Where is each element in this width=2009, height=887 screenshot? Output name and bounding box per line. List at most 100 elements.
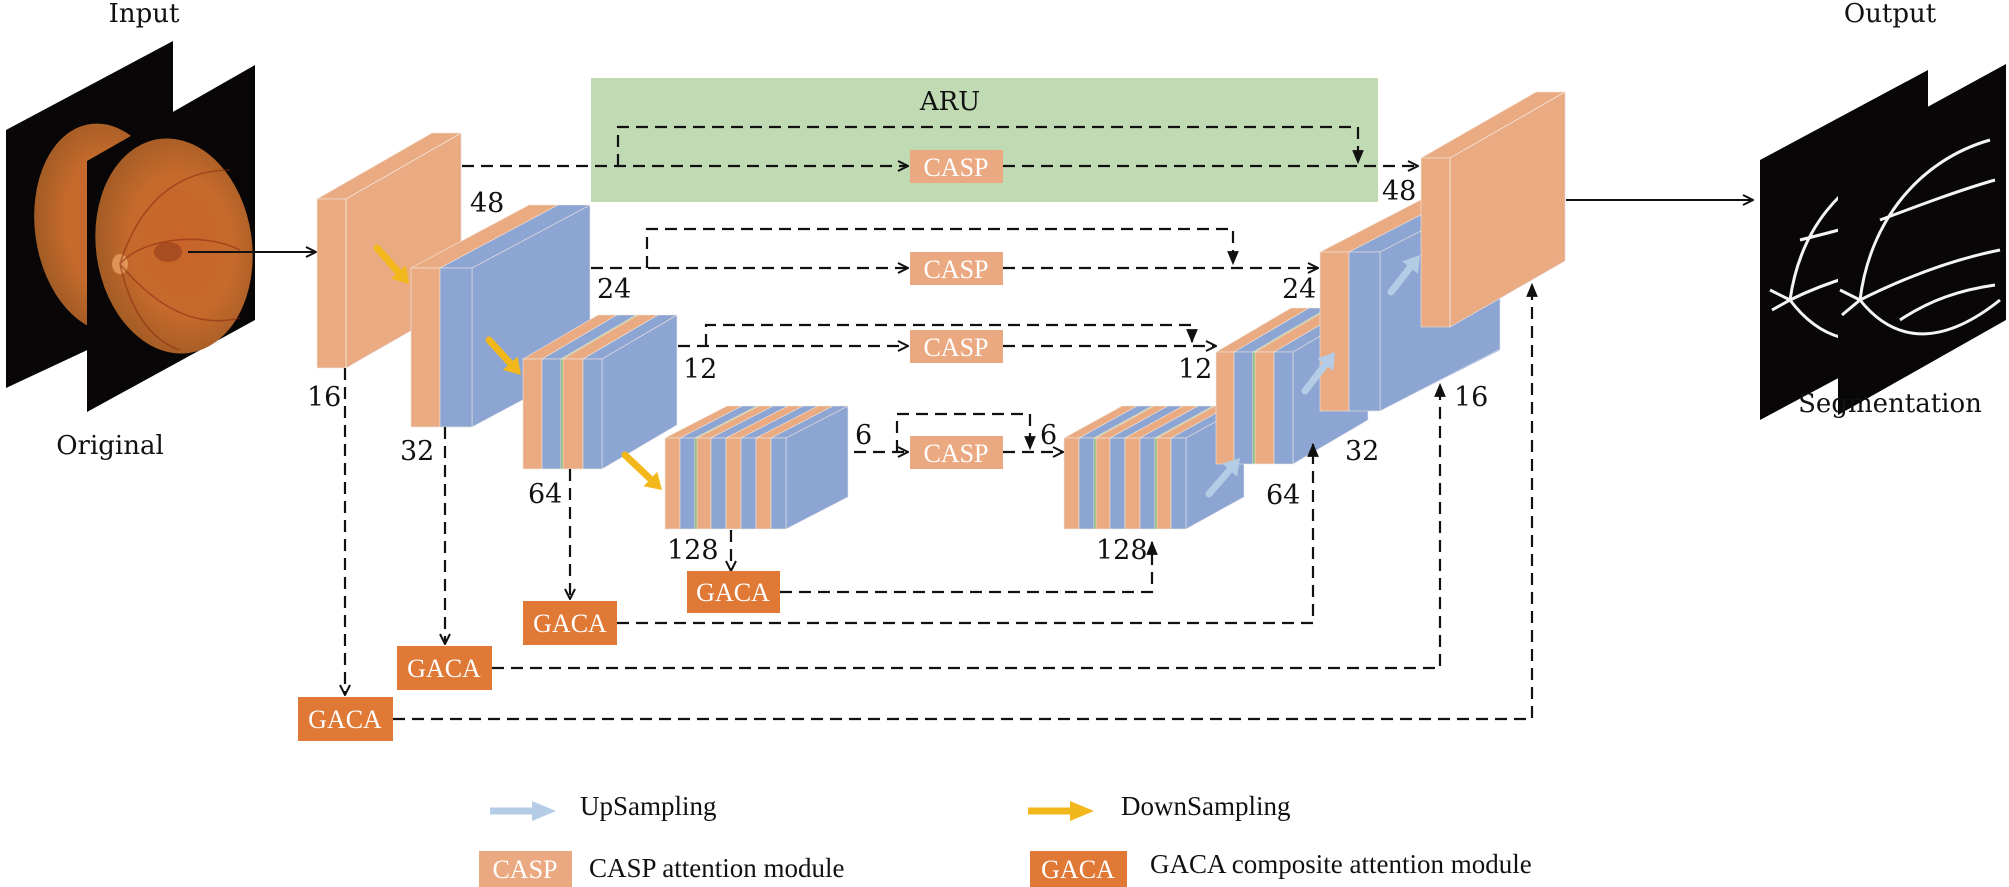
enc4-block-front-7 [755,437,772,530]
casp-module-12[interactable]: CASP [910,330,1003,363]
downsample-arrow-1-head [390,265,409,284]
aru-background [591,78,1378,202]
gaca-swatch [1030,851,1127,887]
dec4-block-front-6 [1139,437,1156,530]
enc3-block-front-4 [582,358,603,470]
dec1-block-front-0 [1420,157,1451,328]
output-slide-front [1838,64,2006,415]
upsample-arrow-3-shaft [1387,264,1414,296]
gaca-module-128[interactable]: GACA [687,571,780,613]
legend: UpSampling DownSampling CASP CASP attent… [479,791,1532,887]
output-group: Output Segmentation [1566,0,2006,420]
gaca-module-32[interactable]: GACA [397,646,492,690]
legend-downsampling: DownSampling [1028,791,1291,821]
dec4-block-front-2 [1093,437,1097,530]
svg-text:CASP: CASP [923,255,988,284]
enc2-channels: 32 [400,436,434,467]
dec3-size: 12 [1178,354,1212,385]
dec1-size: 48 [1382,176,1416,207]
dec4-block-front-3 [1095,437,1111,530]
enc4-block-front-4 [710,437,727,530]
enc3-channels: 64 [528,479,562,510]
legend-upsampling: UpSampling [490,791,717,821]
svg-text:GACA: GACA [308,705,382,734]
upsample-arrow-1-head [1221,458,1240,477]
svg-text:CASP: CASP [492,855,557,884]
enc4-block-front-0 [664,437,681,530]
enc4-size: 6 [855,420,872,451]
gaca-module-64[interactable]: GACA [523,601,617,645]
gaca-modules: GACA GACA GACA GACA [298,571,780,741]
enc4-block-front-1 [679,437,696,530]
downsample-arrow-2-shaft [485,336,514,367]
dec3-block-front-4 [1273,351,1294,465]
svg-text:UpSampling: UpSampling [580,791,717,821]
input-caption: Original [56,431,164,461]
enc3-block-front-1 [541,358,562,470]
upsample-arrow-3-head [1402,255,1420,274]
input-group: Input Original [6,0,316,461]
casp-module-24[interactable]: CASP [910,252,1003,285]
svg-text:CASP: CASP [923,439,988,468]
enc2-block-front-0 [410,267,441,428]
output-title: Output [1844,0,1937,29]
dec4-block-front-7 [1154,437,1158,530]
dec3-block-front-0 [1215,351,1235,465]
svg-text:CASP: CASP [923,333,988,362]
bypass-6 [895,412,1036,452]
legend-casp: CASP CASP attention module [479,851,845,887]
enc1-channels: 16 [307,382,341,413]
enc4-block-front-3 [696,437,712,530]
vessel-map-front [1839,138,2001,336]
vessels [119,169,241,351]
svg-text:GACA: GACA [407,654,481,683]
svg-text:GACA: GACA [533,609,607,638]
dec2-channels: 32 [1345,436,1379,467]
enc3-size: 12 [683,354,717,385]
bypass-48 [616,125,1364,166]
dec4-block-front-8 [1156,437,1172,530]
casp-module-48[interactable]: CASP [910,150,1003,183]
svg-text:CASP attention module: CASP attention module [589,853,845,883]
upsample-arrow-1-shaft [1205,466,1234,498]
input-slide-front [87,65,255,412]
dec4-block-front-4 [1109,437,1126,530]
dec3-block-front-2 [1252,351,1256,465]
casp-modules: CASP CASP CASP CASP [910,150,1003,469]
dec1-channels: 16 [1454,382,1488,413]
casp-swatch [479,851,572,887]
dec4-block-front-1 [1078,437,1095,530]
fovea [154,242,182,262]
svg-text:GACA: GACA [1041,855,1115,884]
svg-text:GACA composite attention modul: GACA composite attention module [1150,849,1532,879]
gaca-out-32 [492,382,1446,670]
dec2-block-front-0 [1319,251,1350,412]
upsample-arrow-2-head [1317,352,1335,371]
downsample-arrow-1-shaft [373,244,402,276]
enc4-channels: 128 [667,535,719,566]
input-title: Input [109,0,180,29]
downsample-arrow-3-shaft [621,451,654,483]
dec2-size: 24 [1282,274,1316,305]
svg-text:CASP: CASP [923,153,988,182]
dec3-channels: 64 [1266,480,1300,511]
gaca-out-128 [780,540,1158,594]
enc1-block-front-0 [316,198,347,369]
dec4-size: 6 [1040,420,1057,451]
aru-title: ARU [919,87,980,117]
enc2-size: 24 [597,274,631,305]
gaca-out-16 [393,282,1538,721]
enc4-block-front-6 [740,437,757,530]
output-caption: Segmentation [1798,389,1982,419]
enc4-block-front-5 [725,437,742,530]
enc1-size: 48 [470,188,504,219]
dec4-block-front-0 [1063,437,1080,530]
dec2-block-front-1 [1348,251,1381,412]
skip-connections [462,125,1418,452]
legend-gaca: GACA GACA composite attention module [1030,849,1532,887]
svg-text:DownSampling: DownSampling [1121,791,1291,821]
casp-module-6[interactable]: CASP [910,436,1003,469]
enc2-block-front-1 [439,267,473,428]
gaca-module-16[interactable]: GACA [298,697,393,741]
downsample-arrow-2-head [502,356,521,375]
